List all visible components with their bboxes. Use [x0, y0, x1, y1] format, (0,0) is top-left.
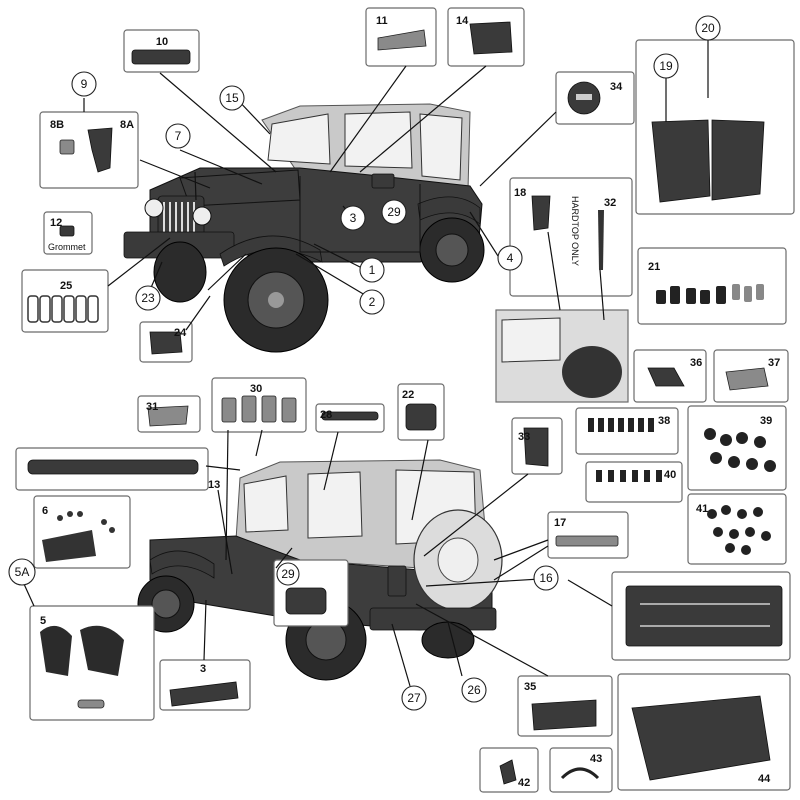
svg-text:3: 3	[350, 211, 357, 225]
label-24: 24	[174, 327, 187, 339]
callout-15: 15	[219, 85, 245, 111]
label-30: 30	[250, 383, 262, 395]
callout-27: 27	[401, 685, 427, 711]
svg-text:16: 16	[539, 571, 553, 585]
label-17: 17	[554, 517, 566, 529]
callouts: 1 2 3 29 4 7 9 15 19 20 23 5A 29 16 26 2…	[8, 15, 780, 789]
label-11: 11	[376, 15, 388, 27]
svg-text:27: 27	[407, 691, 421, 705]
label-44: 44	[758, 773, 771, 785]
callout-23: 23	[135, 285, 161, 311]
label-5: 5	[40, 615, 46, 627]
label-25: 25	[60, 280, 72, 292]
svg-text:29: 29	[281, 567, 295, 581]
svg-text:2: 2	[369, 295, 376, 309]
label-18: 18	[514, 187, 526, 199]
callout-9: 9	[71, 71, 97, 97]
hardtop-only-label: HARDTOP ONLY	[570, 196, 580, 266]
label-36: 36	[690, 357, 702, 369]
label-8a: 8A	[120, 119, 134, 131]
grommet-label: Grommet	[48, 242, 86, 252]
svg-text:26: 26	[467, 683, 481, 697]
leader-lines	[23, 40, 709, 687]
svg-text:1: 1	[369, 263, 376, 277]
jeep-front-view	[123, 103, 485, 353]
callout-20: 20	[695, 15, 721, 41]
label-35: 35	[524, 681, 536, 693]
label-14: 14	[456, 15, 469, 27]
svg-text:23: 23	[141, 291, 155, 305]
part-boxes	[15, 7, 795, 793]
callout-5a: 5A	[8, 558, 36, 586]
label-21: 21	[648, 261, 660, 273]
svg-text:5A: 5A	[15, 565, 30, 579]
svg-text:4: 4	[507, 251, 514, 265]
callout-29-top: 29	[381, 199, 407, 225]
svg-text:20: 20	[701, 21, 715, 35]
svg-text:19: 19	[659, 59, 673, 73]
callout-3-top: 3	[340, 205, 366, 231]
label-8b: 8B	[50, 119, 64, 131]
label-39: 39	[760, 415, 772, 427]
callout-29-bottom: 29	[276, 562, 300, 586]
svg-text:9: 9	[81, 77, 88, 91]
callout-19: 19	[653, 53, 679, 79]
callout-7: 7	[165, 123, 191, 149]
label-10: 10	[156, 36, 168, 48]
callout-1: 1	[359, 257, 385, 283]
label-41: 41	[696, 503, 708, 515]
label-42: 42	[518, 777, 530, 789]
label-40: 40	[664, 469, 676, 481]
label-34: 34	[610, 81, 623, 93]
callout-26: 26	[461, 677, 487, 703]
label-28: 28	[320, 409, 332, 421]
label-37: 37	[768, 357, 780, 369]
label-6: 6	[42, 505, 48, 517]
svg-text:7: 7	[175, 129, 182, 143]
label-3-bottom: 3	[200, 663, 206, 675]
callout-2: 2	[359, 289, 385, 315]
label-33: 33	[518, 431, 530, 443]
svg-text:15: 15	[225, 91, 239, 105]
callout-16: 16	[533, 565, 559, 591]
label-13: 13	[208, 479, 220, 491]
label-43: 43	[590, 753, 602, 765]
callout-4: 4	[497, 245, 523, 271]
label-12: 12	[50, 217, 62, 229]
label-22: 22	[402, 389, 414, 401]
label-38: 38	[658, 415, 670, 427]
label-32: 32	[604, 197, 616, 209]
svg-text:29: 29	[387, 205, 401, 219]
label-31: 31	[146, 401, 158, 413]
